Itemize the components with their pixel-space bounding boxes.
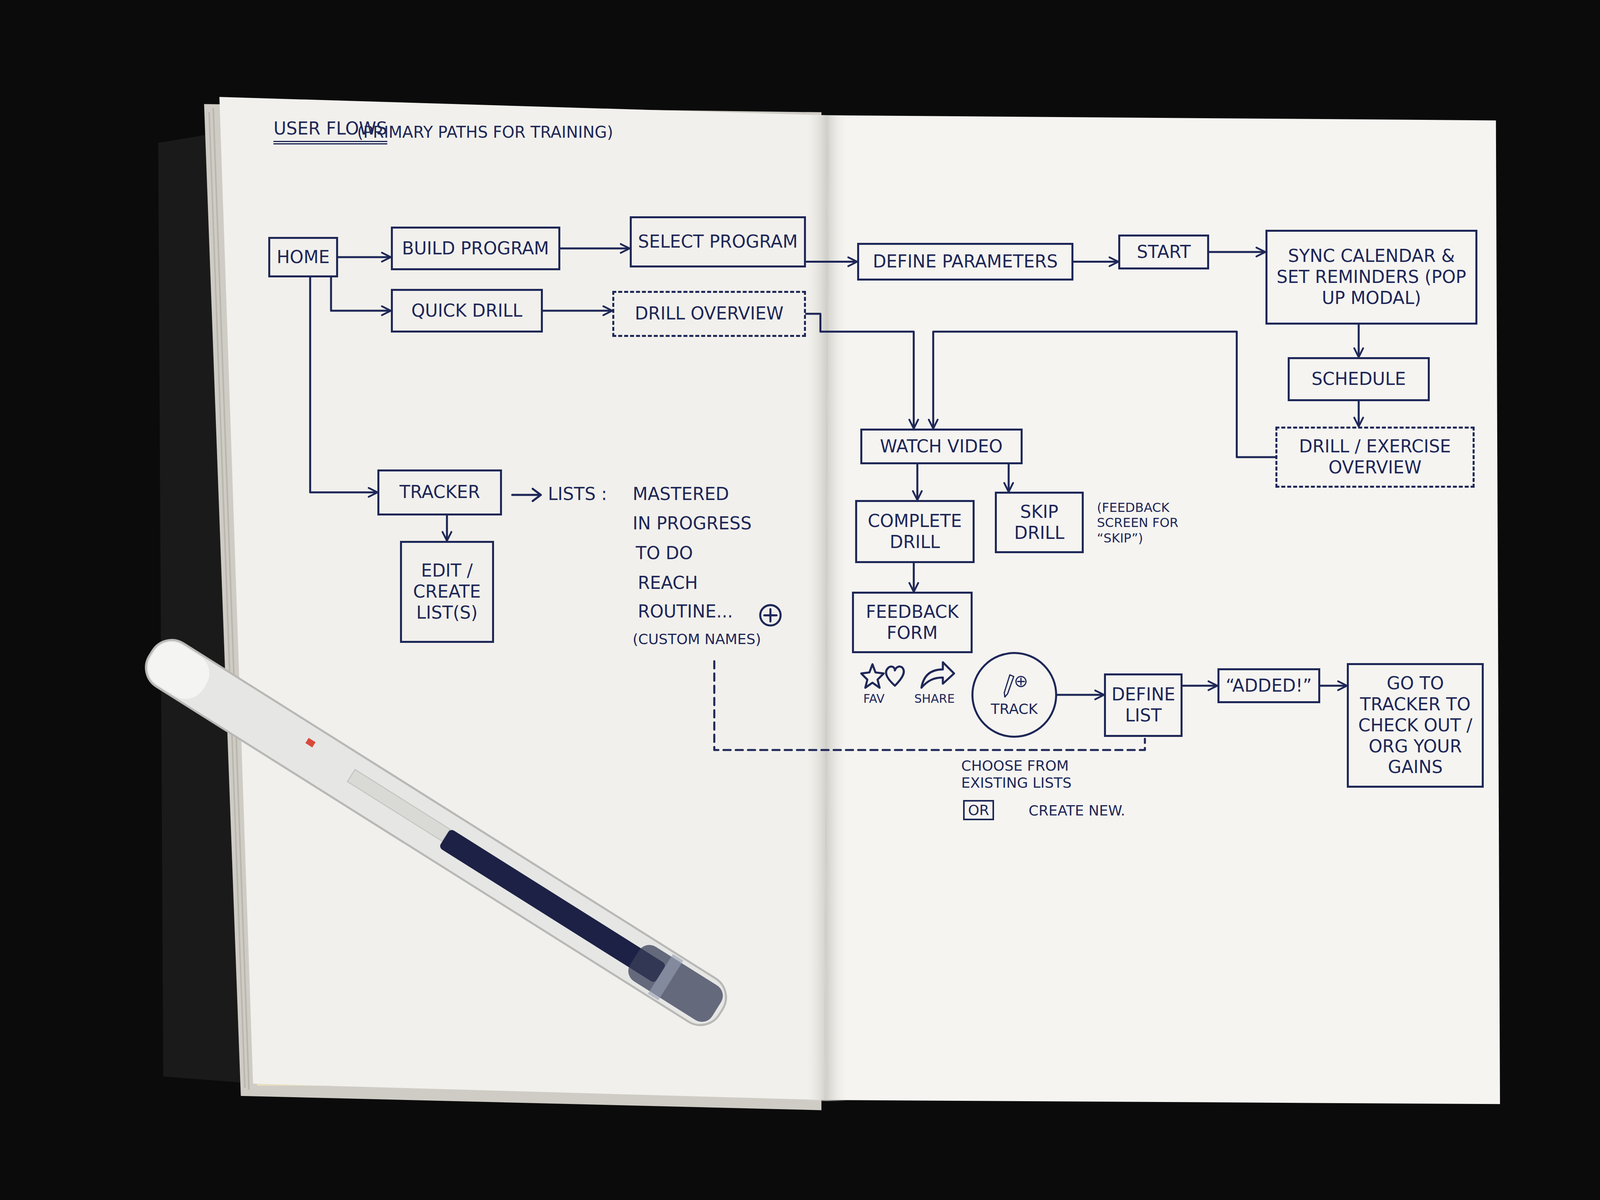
box-text: SYNC CALENDAR & SET REMINDERS (POP UP MO… (1273, 245, 1470, 309)
track-circle: TRACK (971, 651, 1058, 738)
box-text: HOME (276, 246, 330, 268)
box-text: QUICK DRILL (411, 300, 523, 322)
pen (137, 631, 735, 1034)
box-text: WATCH VIDEO (879, 436, 1003, 458)
side-note: (FEEDBACK SCREEN FOR “SKIP”) (1096, 500, 1208, 546)
lists-arrow (512, 488, 541, 502)
pen-cartridge (438, 828, 667, 984)
flow-arrow (805, 313, 914, 429)
home-box: HOME (268, 236, 338, 278)
box-text: TRACK (990, 700, 1038, 718)
process-box: SKIP DRILL (994, 491, 1084, 553)
flow-arrow (1182, 684, 1218, 687)
confirm-box: “ADDED!” (1217, 668, 1321, 703)
box-text: GO TO TRACKER TO CHECK OUT / ORG YOUR GA… (1355, 673, 1476, 778)
process-box: START (1118, 234, 1210, 270)
pen-barrel (137, 631, 735, 1034)
list-item: ROUTINE... (637, 601, 733, 623)
list-item: IN PROGRESS (632, 513, 752, 535)
process-box: BUILD PROGRAM (390, 226, 561, 271)
icon-label: SHARE (914, 691, 955, 706)
box-text: BUILD PROGRAM (401, 238, 549, 260)
box-text: DEFINE PARAMETERS (872, 251, 1058, 273)
flow-arrow (1209, 251, 1266, 254)
flow-arrow (542, 309, 613, 312)
box-text: EDIT / CREATE LIST(S) (408, 560, 486, 624)
box-text: DEFINE LIST (1111, 684, 1176, 727)
pen-print (347, 769, 451, 842)
process-box: WATCH VIDEO (860, 428, 1023, 465)
process-box: FEEDBACK FORM (851, 591, 973, 653)
box-text: COMPLETE DRILL (863, 510, 967, 553)
flow-arrow (330, 277, 391, 311)
pen-mark (305, 737, 316, 748)
subtitle: (PRIMARY PATHS FOR TRAINING) (357, 122, 614, 142)
flow-arrow (912, 563, 915, 592)
box-text: DRILL OVERVIEW (634, 303, 784, 325)
flow-arrow (446, 515, 449, 541)
box-text: DRILL / EXERCISE OVERVIEW (1283, 436, 1466, 479)
flow-arrow (1357, 401, 1360, 427)
process-box: EDIT / CREATE LIST(S) (400, 540, 495, 643)
flow-arrow (805, 260, 858, 263)
list-item: MASTERED (632, 483, 729, 505)
modal-box: SYNC CALENDAR & SET REMINDERS (POP UP MO… (1265, 229, 1478, 325)
note: CHOOSE FROM EXISTING LISTS (961, 757, 1135, 792)
flow-arrow (1073, 260, 1119, 263)
flow-arrow (1007, 464, 1010, 492)
flow-arrow (310, 277, 378, 493)
process-box: SELECT PROGRAM (629, 216, 807, 268)
list-item: TO DO (635, 542, 693, 564)
heart-icon (886, 666, 904, 686)
process-box: QUICK DRILL (390, 288, 543, 333)
list-item: REACH (637, 572, 699, 594)
overview-box: DRILL / EXERCISE OVERVIEW (1275, 426, 1475, 488)
add-circle (760, 605, 781, 626)
page-gutter (805, 115, 847, 1102)
pencil-shape (1004, 674, 1014, 697)
icon-label: FAV (863, 691, 885, 706)
boxed-word: OR (963, 800, 994, 821)
dashed-link (714, 661, 1145, 750)
box-text: SKIP DRILL (1003, 501, 1076, 544)
right-page (824, 115, 1500, 1105)
star-icon (861, 664, 884, 688)
pen-end (140, 634, 218, 707)
share-icon (921, 662, 954, 688)
left-page (219, 96, 829, 1100)
pen-ring (648, 953, 684, 1001)
process-box: DEFINE LIST (1103, 673, 1183, 737)
plus-sign (1017, 678, 1025, 685)
note: CREATE NEW. (1028, 801, 1126, 820)
box-text: SCHEDULE (1311, 368, 1406, 390)
flow-arrow (338, 256, 391, 259)
process-box: COMPLETE DRILL (855, 500, 975, 564)
flow-arrow (1057, 694, 1104, 697)
box-text: “ADDED!” (1225, 675, 1312, 697)
plus-ring (1015, 676, 1026, 687)
list-heading: LISTS : (548, 483, 608, 505)
overview-box: DRILL OVERVIEW (612, 290, 807, 337)
box-text: FEEDBACK FORM (860, 601, 964, 644)
flow-arrow (1357, 324, 1360, 358)
process-box: DEFINE PARAMETERS (857, 242, 1074, 281)
process-box: SCHEDULE (1287, 357, 1430, 402)
list-note: (CUSTOM NAMES) (632, 630, 761, 648)
flow-arrow (1320, 684, 1348, 687)
box-text: TRACKER (399, 481, 481, 503)
pen-plus-icon (997, 672, 1031, 701)
box-text: START (1136, 241, 1191, 263)
add-plus (764, 609, 777, 622)
process-box: GO TO TRACKER TO CHECK OUT / ORG YOUR GA… (1346, 663, 1484, 788)
flow-arrow (916, 464, 919, 500)
process-box: TRACKER (377, 469, 502, 516)
box-text: SELECT PROGRAM (638, 231, 798, 253)
pen-tip (623, 940, 728, 1027)
flow-arrow (560, 247, 630, 250)
